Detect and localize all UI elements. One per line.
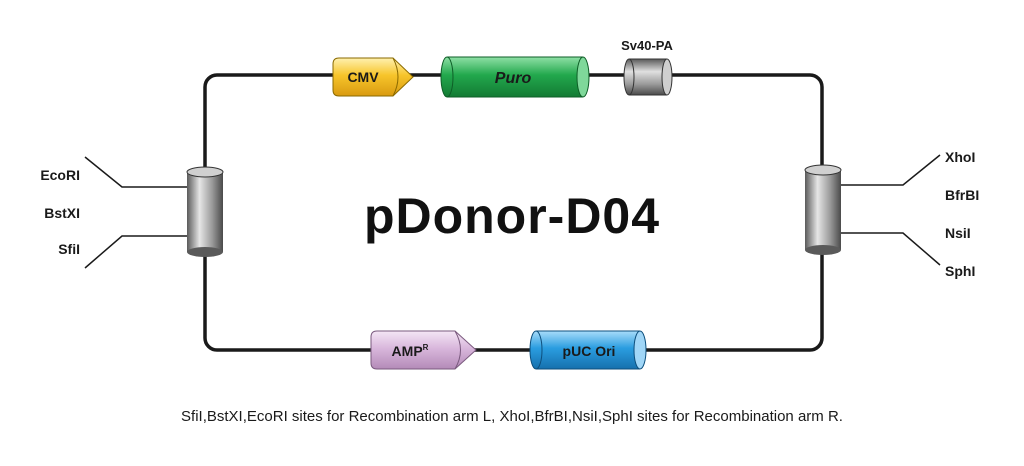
left-site-leaders	[84, 156, 187, 269]
figure-caption: SfiI,BstXI,EcoRI sites for Recombination…	[181, 408, 843, 425]
site-label-bfrbi: BfrBI	[945, 187, 979, 203]
sv40pa-cylinder	[623, 58, 673, 96]
ampr-gene-arrow: AMPR	[370, 330, 477, 370]
site-label-xhoi: XhoI	[945, 149, 975, 165]
puc-ori-cylinder: pUC Ori	[529, 330, 647, 370]
site-label-ecori: EcoRI	[40, 167, 80, 183]
plasmid-title: pDonor-D04	[364, 188, 660, 244]
cmv-label: CMV	[347, 69, 379, 85]
puc-ori-label: pUC Ori	[563, 343, 616, 359]
site-label-sphi: SphI	[945, 263, 975, 279]
cmv-promoter-arrow: CMV	[332, 57, 414, 97]
site-label-bstxi: BstXI	[44, 205, 80, 221]
right-cloning-site-cylinder	[804, 164, 842, 255]
left-cloning-site-cylinder	[186, 166, 224, 257]
site-label-nsii: NsiI	[945, 225, 971, 241]
sv40pa-label: Sv40-PA	[621, 38, 673, 53]
site-label-sfii: SfiI	[58, 241, 80, 257]
right-site-leaders	[841, 154, 941, 266]
puro-gene-cylinder: Puro	[440, 56, 590, 98]
ampr-label-superscript: R	[423, 343, 429, 352]
ampr-label-main: AMP	[392, 343, 423, 359]
puro-label: Puro	[495, 70, 532, 87]
ampr-label: AMPR	[392, 343, 429, 359]
